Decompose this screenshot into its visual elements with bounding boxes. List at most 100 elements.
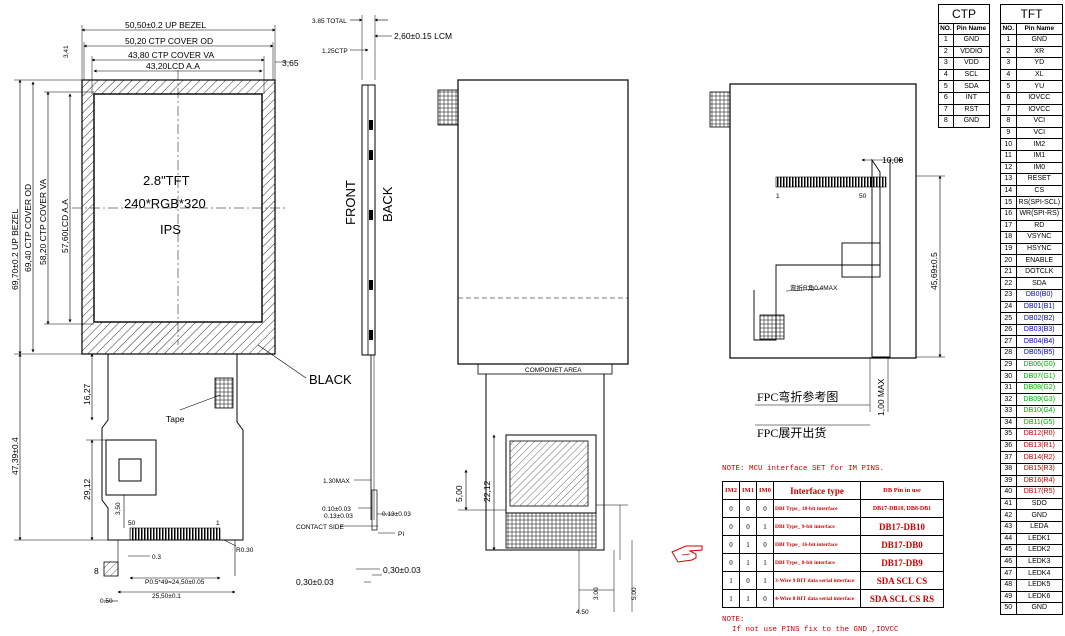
dim-ctp-va-width: 43,80 CTP COVER VA xyxy=(128,50,214,60)
tft-pin-no: 20 xyxy=(1000,254,1017,267)
iface-im1: 0 xyxy=(739,517,757,536)
dim-offset-top: 3,41 xyxy=(63,45,70,58)
bent-max100: 1,00 MAX xyxy=(876,378,886,416)
iface-type: DBI Type_ 9-bit interface xyxy=(773,517,861,536)
ctp-pin-name: GND xyxy=(952,115,991,128)
iface-im2: 1 xyxy=(722,571,740,590)
tft-pin-name: RESET xyxy=(1015,173,1064,186)
tft-pin-name: DB11(G5) xyxy=(1015,416,1064,430)
tft-pin-no: 29 xyxy=(1000,358,1017,372)
front-title-resolution: 240*RGB*320 xyxy=(124,196,206,211)
iface-pins: DB17-DB0 xyxy=(860,535,944,554)
tft-pin-name: VCI xyxy=(1015,126,1064,140)
dim-fpc-lower: 29,12 xyxy=(82,478,92,500)
iface-type: DBI Type_ 16-bit interface xyxy=(773,535,861,554)
bent-pin-1: 1 xyxy=(776,193,780,200)
tft-pin-no: 21 xyxy=(1000,265,1017,279)
tft-pin-name: LEDK3 xyxy=(1015,555,1064,569)
tft-pin-name: LEDK5 xyxy=(1015,578,1064,592)
tft-pin-name: WR(SPI-RS) xyxy=(1015,207,1064,221)
tft-pin-no: 38 xyxy=(1000,462,1017,476)
tft-pin-name: DOTCLK xyxy=(1015,265,1064,279)
iface-col-im2: IM2 xyxy=(722,481,740,500)
iface-col-im0: IM0 xyxy=(756,481,774,500)
back-d2212: 22,12 xyxy=(482,480,492,502)
interface-footer-text: If not use PINS fix to the GND ,IOVCC xyxy=(732,626,899,634)
iface-im0: 1 xyxy=(756,571,774,590)
iface-im2: 0 xyxy=(722,517,740,536)
ctp-col-no: NO. xyxy=(938,23,954,35)
caption-fpc-flat: FPC展开出货 xyxy=(757,425,826,440)
iface-pins: DB17-DB10, DB8-DB1 xyxy=(860,499,944,518)
tft-pin-name: DB17(R5) xyxy=(1015,486,1064,499)
dim-offset-right: 3,65 xyxy=(282,58,299,68)
tft-pin-name: VCI xyxy=(1015,115,1064,128)
black-label: BLACK xyxy=(309,372,352,387)
tft-pin-no: 25 xyxy=(1000,312,1017,325)
iface-col-im1: IM1 xyxy=(739,481,757,500)
side-max130: 1.30MAX xyxy=(323,478,350,485)
ctp-pin-no: 4 xyxy=(938,68,954,82)
tft-pin-name: LEDK2 xyxy=(1015,544,1064,557)
tft-pin-name: DB07(G1) xyxy=(1015,370,1064,383)
side-d013b: 0.13±0.03 xyxy=(382,511,411,518)
tft-pin-name: DB10(G4) xyxy=(1015,405,1064,418)
ctp-pin-name: INT xyxy=(952,91,991,105)
tft-pin-name: XL xyxy=(1015,68,1064,82)
tft-pin-no: 40 xyxy=(1000,486,1017,499)
ctp-pin-name: RST xyxy=(952,103,991,117)
dim-bezel-width: 50,50±0.2 UP BEZEL xyxy=(125,20,206,30)
tft-pin-no: 27 xyxy=(1000,335,1017,349)
iface-im1: 0 xyxy=(739,499,757,518)
tft-pin-no: 5 xyxy=(1000,80,1017,93)
tft-pin-name: LEDK4 xyxy=(1015,567,1064,580)
tft-pin-no: 11 xyxy=(1000,149,1017,163)
tft-pin-name: DB02(B2) xyxy=(1015,312,1064,325)
side-d013a: 0.13±0.03 xyxy=(324,513,353,520)
ctp-pin-no: 5 xyxy=(938,80,954,93)
tft-pin-name: RS(SPI-SCL) xyxy=(1015,196,1064,209)
tft-pin-no: 1 xyxy=(1000,34,1017,47)
tft-pin-name: DB15(R3) xyxy=(1015,462,1064,476)
ctp-pin-name: GND xyxy=(952,34,991,47)
tft-pin-name: XR xyxy=(1015,45,1064,59)
tft-pin-name: LEDK6 xyxy=(1015,590,1064,604)
tft-pin-no: 9 xyxy=(1000,126,1017,140)
ctp-table-title: CTP xyxy=(938,4,990,24)
back-d500: 5,00 xyxy=(454,485,464,502)
tft-pin-name: DB0(B0) xyxy=(1015,289,1064,302)
iface-im2: 0 xyxy=(722,535,740,554)
tft-pin-name: DB03(B3) xyxy=(1015,323,1064,337)
dim-ctp-va-height: 58,20 CTP COVER VA xyxy=(38,179,48,265)
tft-pin-name: GND xyxy=(1015,602,1064,615)
iface-pins: DB17-DB9 xyxy=(860,553,944,572)
ctp-pin-no: 2 xyxy=(938,45,954,59)
dim-fpc-total: 47,39±0.4 xyxy=(10,437,20,475)
iface-im2: 1 xyxy=(722,589,740,608)
iface-im0: 1 xyxy=(756,553,774,572)
back-d300: 3.00 xyxy=(593,587,600,600)
tft-pin-no: 36 xyxy=(1000,439,1017,453)
tft-pin-no: 13 xyxy=(1000,173,1017,186)
tft-table-title: TFT xyxy=(1000,4,1063,24)
caption-fpc-bend: FPC弯折参考图 xyxy=(757,389,838,404)
tft-pin-name: CS xyxy=(1015,184,1064,198)
tft-pin-no: 34 xyxy=(1000,416,1017,430)
